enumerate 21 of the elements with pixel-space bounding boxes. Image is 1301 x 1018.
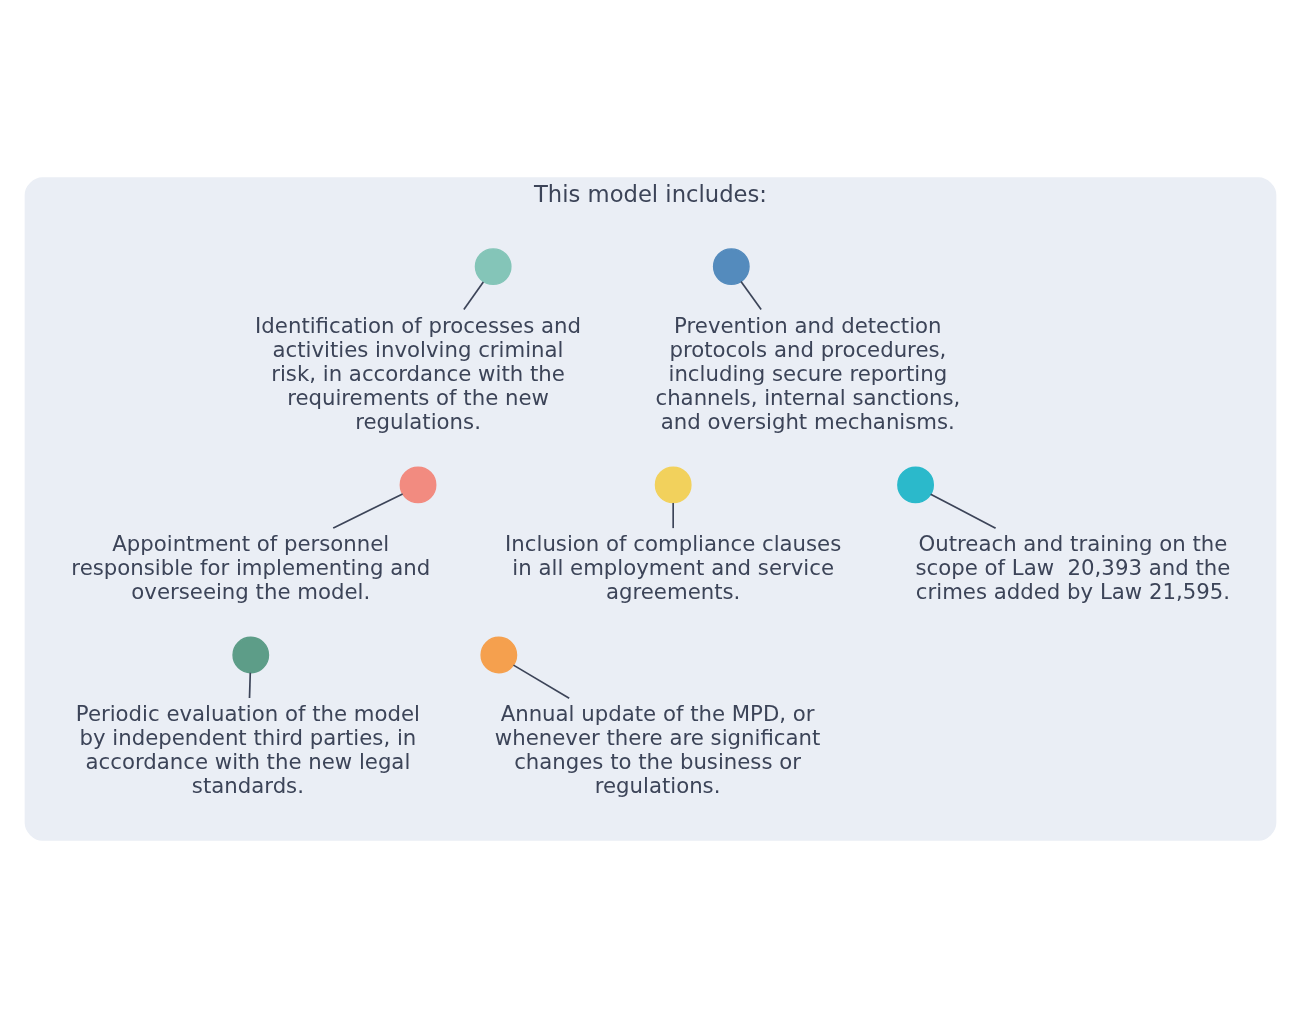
node-text: Prevention and detection protocols and procedures, including secure reporting channels, internal sanctions, and oversight mechanisms. [655, 312, 961, 434]
node-text: Appointment of personnel responsible for implementing and overseeing the model. [71, 530, 431, 605]
node-circle [897, 466, 934, 504]
node-text: Outreach and training on the scope of Law 20,393 and the crimes added by Law 21,595. [915, 530, 1231, 605]
connector [512, 664, 571, 700]
connector [929, 493, 997, 529]
node-text: Periodic evaluation of the model by independent third parties, in accordance with the new legal standards. [75, 700, 421, 799]
node-circle [399, 466, 437, 504]
connector [740, 280, 762, 311]
node-circle [474, 248, 512, 286]
node-circle [712, 248, 750, 286]
node-text: Inclusion of compliance clauses in all employment and service agreements. [505, 530, 842, 605]
node-text: Identification of processes and activities involving criminal risk, in accordance with the requirements of the new regulations. [255, 312, 581, 434]
connector [672, 502, 675, 529]
connector [248, 672, 252, 699]
node-circle [480, 636, 518, 674]
node-circle [232, 636, 270, 674]
node-text: Annual update of the MPD, or whenever there are significant changes to the business or regulations. [494, 700, 821, 799]
node-circle [654, 466, 692, 504]
connector [332, 493, 404, 529]
connector [463, 281, 485, 311]
